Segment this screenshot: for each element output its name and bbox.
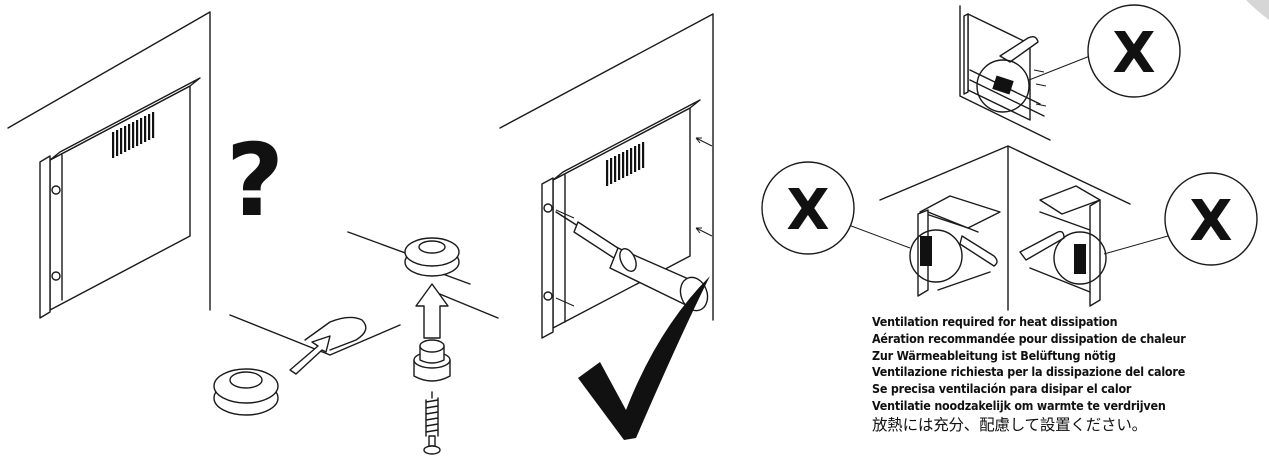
keyhole-lower [51, 271, 61, 281]
caption-line-it: Ventilazione richiesta per la dissipazio… [872, 364, 1186, 380]
caption-line-en: Ventilation required for heat dissipatio… [872, 314, 1118, 329]
screw [423, 391, 441, 455]
speaker-unit [39, 77, 201, 319]
caption-line-fr: Aération recommandée pour dissipation de… [872, 330, 1186, 346]
caption-line-ja: 放熱には充分、配慮して設置ください。 [872, 415, 1147, 434]
caption-line-de: Zur Wärmeableitung ist Belüftung nötig [872, 347, 1116, 363]
insert-arrow [289, 335, 331, 375]
vent-slots [606, 142, 645, 186]
panel-incorrect-mounting: X X X [761, 4, 1258, 311]
inset-left [845, 195, 1001, 297]
caption-line-es: Se precisa ventilación para disipar el c… [872, 381, 1132, 397]
room-corner-lines [879, 145, 1131, 311]
page-corner-curl [1246, 0, 1269, 20]
svg-text:X: X [786, 178, 829, 243]
bushing [413, 339, 451, 382]
detail-circle [1053, 231, 1107, 285]
ventilation-caption: Ventilation required for heat dissipatio… [872, 314, 1264, 435]
wall-corner-lines [499, 13, 714, 321]
floor-outline-pointer [304, 316, 367, 351]
detail-circle [976, 59, 1030, 113]
detail-circle [909, 229, 963, 283]
wall-corner-lines [7, 11, 211, 311]
panel-unit-on-wall-question: ? [7, 11, 284, 319]
cross-mark-icon [761, 161, 855, 255]
rubber-foot-left [213, 368, 279, 416]
svg-text:X: X [1112, 21, 1155, 86]
caption-line-nl: Ventilatie noodzakelijk om warmte te ver… [872, 397, 1166, 413]
rubber-foot-top [404, 237, 460, 277]
inset-top [959, 5, 1091, 141]
inset-right [1019, 185, 1169, 307]
cross-mark-icon [1164, 172, 1258, 266]
panel-correct-mounting [499, 13, 714, 440]
checkmark-icon [578, 276, 710, 440]
ventilation-arrows [555, 137, 713, 307]
cross-mark-icon [1087, 4, 1181, 98]
panel-foot-and-screw [213, 231, 499, 455]
question-mark-icon: ? [226, 122, 284, 239]
keyhole-upper [51, 185, 61, 195]
svg-text:X: X [1189, 189, 1232, 254]
floor-line-left [229, 314, 401, 356]
vent-slots [112, 112, 155, 158]
up-arrow [415, 283, 449, 339]
